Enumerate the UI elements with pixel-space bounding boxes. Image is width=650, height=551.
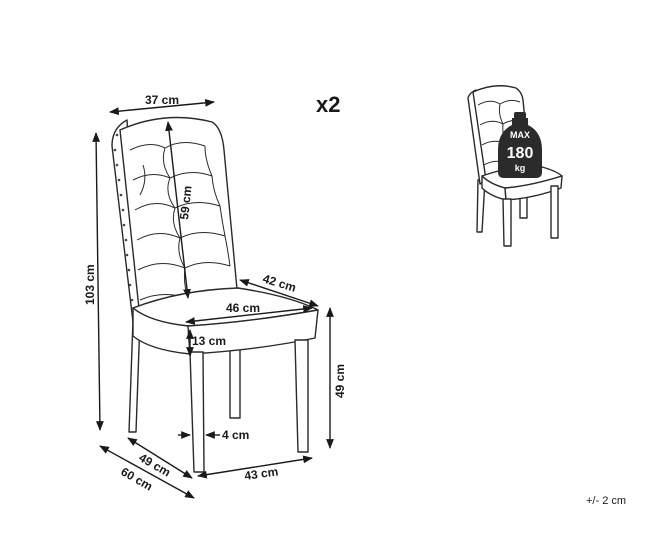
dimension-lines: [92, 98, 334, 499]
seat-thickness-label: 13 cm: [192, 334, 226, 348]
small-front-leg-right: [550, 185, 559, 239]
badge-max-label: MAX: [510, 130, 530, 140]
max-load-badge: MAX 180 kg: [498, 112, 542, 178]
seat-height-label: 49 cm: [333, 364, 347, 398]
leg-thickness-label: 4 cm: [222, 428, 249, 442]
small-backrest-side: [467, 89, 487, 185]
badge-unit: kg: [515, 163, 526, 173]
total-height-label: 103 cm: [83, 264, 97, 305]
main-chair-drawing: [111, 116, 319, 473]
seat-depth-label: 42 cm: [261, 271, 298, 294]
front-leg-left: [189, 351, 205, 473]
badge-value: 180: [507, 145, 534, 162]
weight-icon: [498, 118, 542, 178]
small-seat-side: [504, 175, 563, 201]
width-43-label: 43 cm: [243, 464, 279, 483]
backrest-side: [111, 119, 141, 323]
back-height-label: 59 cm: [177, 185, 194, 220]
seat-width-label: 46 cm: [226, 301, 260, 315]
small-front-leg-left: [502, 198, 512, 247]
load-capacity-chair: MAX 180 kg: [467, 85, 563, 247]
quantity-label: x2: [316, 92, 340, 117]
tolerance-label: +/- 2 cm: [586, 495, 626, 507]
front-leg-right: [294, 339, 309, 453]
back-width-label: 37 cm: [145, 93, 179, 107]
